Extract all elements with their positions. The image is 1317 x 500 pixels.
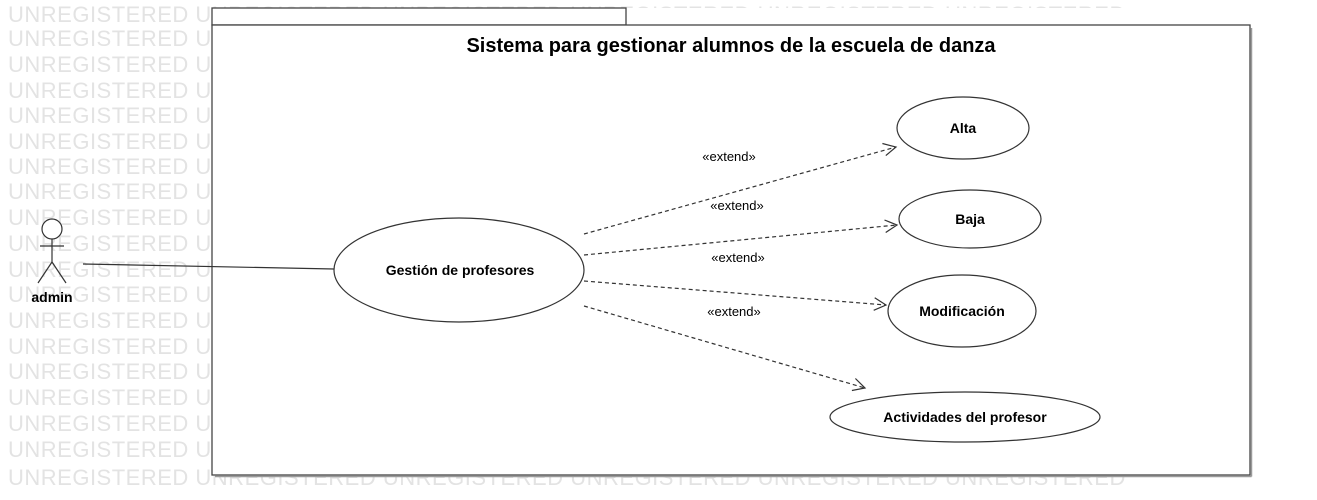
extend-baja-label: «extend» bbox=[710, 198, 764, 213]
extend-alta[interactable] bbox=[583, 142, 898, 235]
use-case-alta-label: Alta bbox=[950, 120, 977, 136]
system-boundary-tab[interactable] bbox=[211, 7, 627, 26]
use-case-actividades-del-profesor[interactable]: Actividades del profesor bbox=[829, 391, 1101, 443]
extend-baja-line bbox=[583, 224, 898, 256]
use-case-baja-shape bbox=[898, 189, 1042, 249]
use-case-gestion-de-profesores[interactable]: Gestión de profesores bbox=[333, 217, 585, 323]
use-case-baja-label: Baja bbox=[955, 211, 985, 227]
actor-left-leg bbox=[37, 261, 53, 284]
use-case-alta[interactable]: Alta bbox=[896, 96, 1030, 160]
extend-alta-label: «extend» bbox=[702, 149, 756, 164]
use-case-gestion-de-profesores-shape bbox=[333, 217, 585, 323]
association-line[interactable] bbox=[82, 263, 335, 270]
use-case-actividades-del-profesor-shape bbox=[829, 391, 1101, 443]
extend-modificacion-line bbox=[583, 280, 887, 306]
extend-actividades-label: «extend» bbox=[707, 304, 761, 319]
use-case-modificacion-shape bbox=[887, 274, 1037, 348]
extend-actividades[interactable] bbox=[583, 305, 867, 392]
use-case-modificacion[interactable]: Modificación bbox=[887, 274, 1037, 348]
use-case-baja[interactable]: Baja bbox=[898, 189, 1042, 249]
extend-modificacion-label: «extend» bbox=[711, 250, 765, 265]
actor-head bbox=[41, 218, 63, 240]
use-case-alta-shape bbox=[896, 96, 1030, 160]
actor-right-leg bbox=[51, 261, 67, 284]
extend-actividades-arrowhead bbox=[851, 378, 867, 392]
extend-baja[interactable] bbox=[583, 219, 899, 256]
use-case-gestion-de-profesores-label: Gestión de profesores bbox=[386, 262, 535, 278]
extend-modificacion-arrowhead bbox=[873, 297, 888, 311]
actor-admin[interactable] bbox=[37, 218, 67, 284]
extend-modificacion[interactable] bbox=[583, 280, 888, 311]
use-case-actividades-del-profesor-label: Actividades del profesor bbox=[883, 409, 1047, 425]
system-title: Sistema para gestionar alumnos de la esc… bbox=[466, 35, 996, 57]
extend-alta-arrowhead bbox=[882, 142, 898, 157]
actor-label: admin bbox=[31, 289, 72, 305]
use-case-modificacion-label: Modificación bbox=[919, 303, 1005, 319]
extend-baja-arrowhead bbox=[884, 219, 899, 233]
extend-alta-line bbox=[583, 146, 897, 235]
